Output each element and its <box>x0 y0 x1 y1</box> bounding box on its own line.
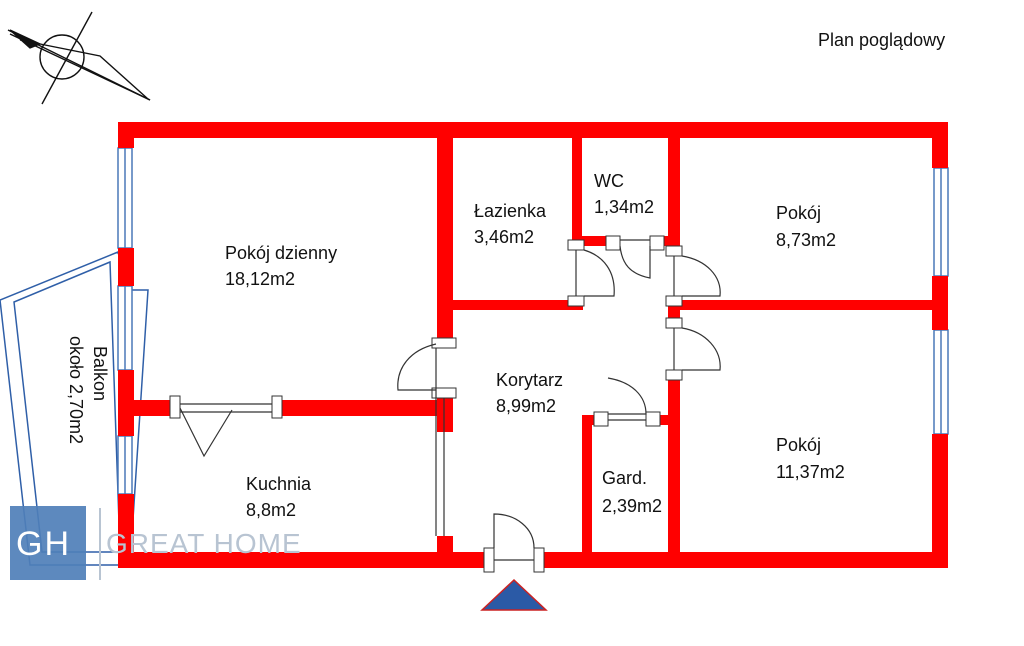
windows <box>117 147 949 495</box>
room-labels: Pokój dzienny 18,12m2 Łazienka 3,46m2 WC… <box>66 171 845 520</box>
plan-title: Plan poglądowy <box>818 30 945 50</box>
room-area-lazienka: 3,46m2 <box>474 227 534 247</box>
entrance-arrow-icon <box>480 578 548 611</box>
room-area-kuchnia: 8,8m2 <box>246 500 296 520</box>
room-name-pokoj-2: Pokój <box>776 435 821 455</box>
room-name-korytarz: Korytarz <box>496 370 563 390</box>
room-name-pokoj-1: Pokój <box>776 203 821 223</box>
room-name-lazienka: Łazienka <box>474 201 547 221</box>
room-name-kuchnia: Kuchnia <box>246 474 312 494</box>
compass-rose-icon <box>7 11 151 105</box>
balcony-name: Balkon <box>90 346 110 401</box>
room-name-garderoba: Gard. <box>602 468 647 488</box>
logo-initials: GH <box>16 525 71 563</box>
door-jambs <box>169 235 683 573</box>
room-area-pokoj-1: 8,73m2 <box>776 230 836 250</box>
room-area-garderoba: 2,39m2 <box>602 496 662 516</box>
room-area-korytarz: 8,99m2 <box>496 396 556 416</box>
walls <box>118 122 948 568</box>
great-home-logo: GH GREAT HOME <box>10 506 302 580</box>
room-name-pokoj-dzienny: Pokój dzienny <box>225 243 337 263</box>
door-swings <box>179 239 721 561</box>
logo-text: GREAT HOME <box>106 528 302 559</box>
balcony-area: około 2,70m2 <box>66 336 86 444</box>
room-area-pokoj-2: 11,37m2 <box>776 462 845 482</box>
room-area-pokoj-dzienny: 18,12m2 <box>225 269 295 289</box>
room-name-wc: WC <box>594 171 624 191</box>
room-area-wc: 1,34m2 <box>594 197 654 217</box>
